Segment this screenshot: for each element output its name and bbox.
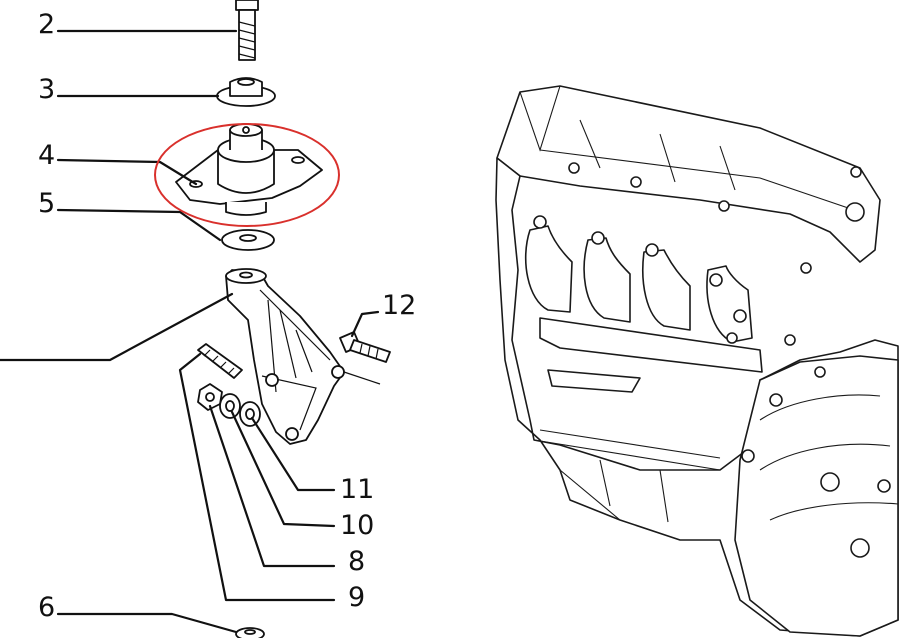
damper-part-3 <box>216 77 276 107</box>
stud-part-9 <box>197 343 243 379</box>
highlight-circle-part-4 <box>154 123 340 227</box>
callout-3: 3 <box>38 74 55 105</box>
engine-mount-part-4 <box>175 123 323 216</box>
washer-part-5 <box>221 229 275 251</box>
engine-block-illustration <box>495 85 899 637</box>
fastener-set-8-10-11 <box>197 383 261 427</box>
callout-6: 6 <box>38 592 55 623</box>
callout-9: 9 <box>348 582 365 613</box>
callout-12: 12 <box>382 290 416 321</box>
leader-lines <box>0 29 380 634</box>
callout-labels: 2 3 4 5 12 11 10 8 9 6 <box>38 9 416 623</box>
callout-4: 4 <box>38 140 55 171</box>
callout-11: 11 <box>340 474 374 505</box>
callout-10: 10 <box>340 510 374 541</box>
bolt-part-12 <box>339 331 391 363</box>
callout-5: 5 <box>38 188 55 219</box>
nut-part-6 <box>235 627 265 638</box>
callout-8: 8 <box>348 546 365 577</box>
bolt-part-2 <box>235 0 259 61</box>
mounting-bracket-illustration <box>225 268 381 445</box>
callout-2: 2 <box>38 9 55 40</box>
